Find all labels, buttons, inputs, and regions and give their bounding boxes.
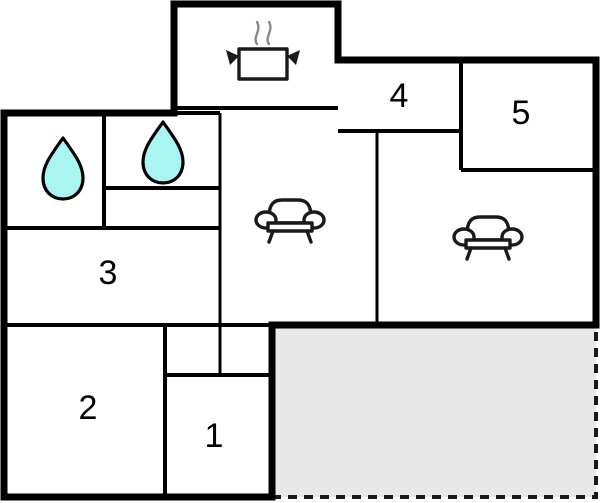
room-label-1: 1	[205, 417, 224, 455]
pot-body	[237, 47, 289, 81]
terrace-boundary	[272, 325, 598, 499]
room-label-2: 2	[79, 389, 98, 427]
steam-line-left	[254, 20, 260, 46]
sofa-seat	[266, 221, 314, 233]
room-label-5: 5	[512, 94, 531, 132]
water-drop-icon	[41, 136, 85, 201]
sofa-icon	[254, 198, 326, 244]
water-drop-shape	[41, 136, 85, 201]
pot-handle-left	[226, 50, 239, 65]
sofa-leg-left	[465, 246, 473, 261]
sofa-leg-right	[305, 229, 313, 244]
interior-fill	[4, 4, 596, 497]
room-fills	[4, 4, 596, 497]
steam-line-right	[266, 20, 272, 46]
cooking-pot-icon	[226, 20, 300, 81]
room-label-3: 3	[99, 254, 118, 292]
sofa-leg-left	[267, 229, 275, 244]
terrace-dashed-edge	[272, 325, 598, 499]
pot-handle-right	[287, 50, 300, 65]
sofa-icon	[452, 215, 524, 261]
water-drop-icon	[141, 120, 185, 185]
room-labels: 1 2 3 4 5	[79, 77, 531, 455]
water-drop-shape	[141, 120, 185, 185]
room-label-4: 4	[390, 77, 409, 115]
sofa-seat	[464, 238, 512, 250]
terrace-fill	[272, 325, 596, 497]
interior-walls	[4, 60, 596, 497]
sofa-leg-right	[503, 246, 511, 261]
